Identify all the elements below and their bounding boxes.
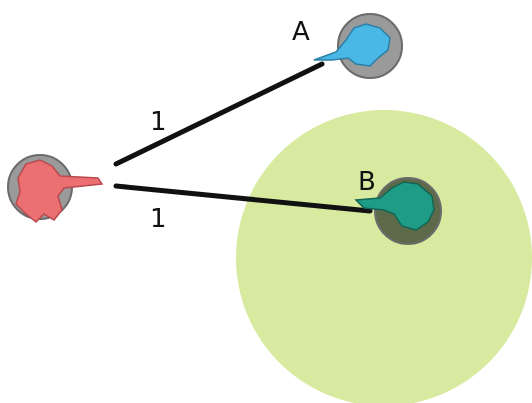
label-distance-b: 1 <box>150 204 167 234</box>
label-distance-a: 1 <box>150 107 167 137</box>
cover-zone-circle <box>236 110 532 403</box>
unit-b <box>354 177 442 245</box>
teal-soldier-figure-icon <box>354 181 435 231</box>
measure-line-to-a <box>113 61 325 167</box>
shooter-unit <box>7 154 104 224</box>
unit-a <box>313 13 403 79</box>
measure-line-to-b <box>113 183 373 214</box>
label-unit-a: A <box>292 17 310 47</box>
label-unit-b: B <box>358 167 376 197</box>
blue-soldier-figure-icon <box>313 23 391 67</box>
red-soldier-figure-icon <box>15 159 104 224</box>
